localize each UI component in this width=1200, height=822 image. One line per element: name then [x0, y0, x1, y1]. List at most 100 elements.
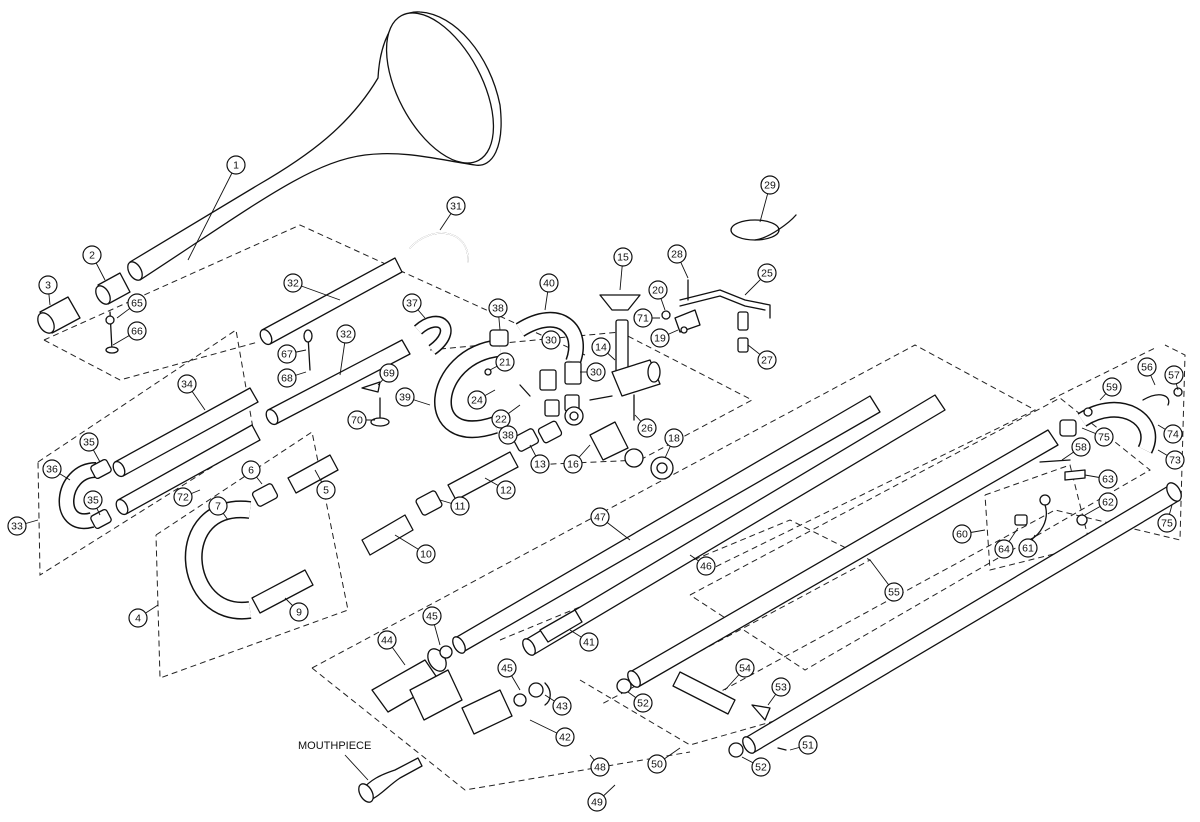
callout-circle: [336, 324, 356, 344]
callout-number: 60: [956, 529, 968, 541]
callout-number: 21: [499, 357, 511, 369]
callout-26: 26: [637, 418, 657, 438]
callout-number: 75: [1161, 518, 1173, 530]
callout-7: 7: [208, 496, 228, 516]
callout-number: 47: [594, 512, 606, 524]
callout-59: 59: [1102, 377, 1122, 397]
callout-circle: [760, 175, 780, 195]
bends: [58, 311, 1157, 620]
callout-circle: [1098, 492, 1118, 512]
callout-circle: [1071, 437, 1091, 457]
assembly-outlines: [37, 224, 1186, 791]
callout-11: 11: [450, 496, 470, 516]
callout-number: 71: [637, 313, 649, 325]
callout-number: 49: [591, 797, 603, 809]
callout-number: 20: [652, 285, 664, 297]
callout-circle: [647, 754, 667, 774]
callout-circle: [1094, 427, 1114, 447]
callout-6: 6: [241, 460, 261, 480]
callout-39: 39: [395, 387, 415, 407]
callout-66: 66: [127, 321, 147, 341]
callout-circle: [127, 321, 147, 341]
leader-line-1: [187, 164, 237, 261]
callout-number: 75: [1098, 432, 1110, 444]
screws: [303, 329, 492, 427]
callout-number: 70: [351, 415, 363, 427]
callout-number: 29: [764, 180, 776, 192]
receiver-assembly: [371, 645, 551, 735]
callout-9: 9: [289, 602, 309, 622]
callout-number: 5: [323, 485, 329, 497]
callout-5: 5: [316, 480, 336, 500]
callout-circle: [579, 632, 599, 652]
callout-15: 15: [613, 247, 633, 267]
callout-29: 29: [760, 175, 780, 195]
callout-34: 34: [177, 374, 197, 394]
callout-number: 68: [281, 373, 293, 385]
callout-circle: [283, 273, 303, 293]
callout-number: 63: [1102, 474, 1114, 486]
callout-19: 19: [650, 328, 670, 348]
callout-number: 51: [802, 740, 814, 752]
callout-circle: [208, 496, 228, 516]
callout-38: 38: [488, 298, 508, 318]
callout-number: 25: [761, 268, 773, 280]
callout-circle: [555, 727, 575, 747]
callout-circle: [173, 487, 193, 507]
slide-tubes: [452, 394, 1182, 754]
callout-circle: [128, 608, 148, 628]
callout-number: 4: [135, 613, 141, 625]
callout-circle: [377, 630, 397, 650]
callout-36: 36: [42, 459, 62, 479]
callout-number: 7: [215, 501, 221, 513]
callout-number: 31: [450, 201, 462, 213]
callout-circle: [552, 696, 572, 716]
callout-number: 30: [545, 335, 557, 347]
callout-circle: [637, 418, 657, 438]
callout-37: 37: [402, 293, 422, 313]
callout-30: 30: [541, 330, 561, 350]
callout-54: 54: [735, 658, 755, 678]
callout-51: 51: [798, 735, 818, 755]
callout-number: 37: [406, 298, 418, 310]
callout-number: 52: [637, 698, 649, 710]
callout-number: 35: [83, 437, 95, 449]
callout-number: 3: [45, 280, 51, 292]
callout-number: 67: [281, 349, 293, 361]
callout-number: 34: [181, 379, 193, 391]
callout-number: 26: [641, 423, 653, 435]
callout-65: 65: [127, 293, 147, 313]
callout-53: 53: [771, 677, 791, 697]
callout-31: 31: [446, 196, 466, 216]
callout-number: 36: [46, 464, 58, 476]
callout-32: 32: [336, 324, 356, 344]
callout-circle: [497, 658, 517, 678]
callout-number: 64: [998, 544, 1010, 556]
callout-circle: [1163, 424, 1183, 444]
callout-circle: [498, 425, 518, 445]
callout-circle: [7, 516, 27, 536]
callouts: 1234567910111213141516181920212224252627…: [7, 155, 1185, 812]
callout-circle: [450, 496, 470, 516]
callout-number: 65: [131, 298, 143, 310]
callout-72: 72: [173, 487, 193, 507]
callout-63: 63: [1098, 469, 1118, 489]
callout-circle: [1137, 357, 1157, 377]
callout-number: 2: [89, 250, 95, 262]
callout-3: 3: [38, 275, 58, 295]
callout-number: 9: [296, 607, 302, 619]
callout-number: 12: [500, 485, 512, 497]
callout-2: 2: [82, 245, 102, 265]
callout-number: 10: [420, 549, 432, 561]
callout-circle: [488, 298, 508, 318]
callout-circle: [491, 409, 511, 429]
callout-number: 39: [399, 392, 411, 404]
callout-circle: [1018, 538, 1038, 558]
callout-number: 32: [287, 278, 299, 290]
callout-circle: [79, 432, 99, 452]
callout-circle: [402, 293, 422, 313]
callout-number: 45: [501, 663, 513, 675]
callout-circle: [952, 524, 972, 544]
callout-circle: [289, 602, 309, 622]
